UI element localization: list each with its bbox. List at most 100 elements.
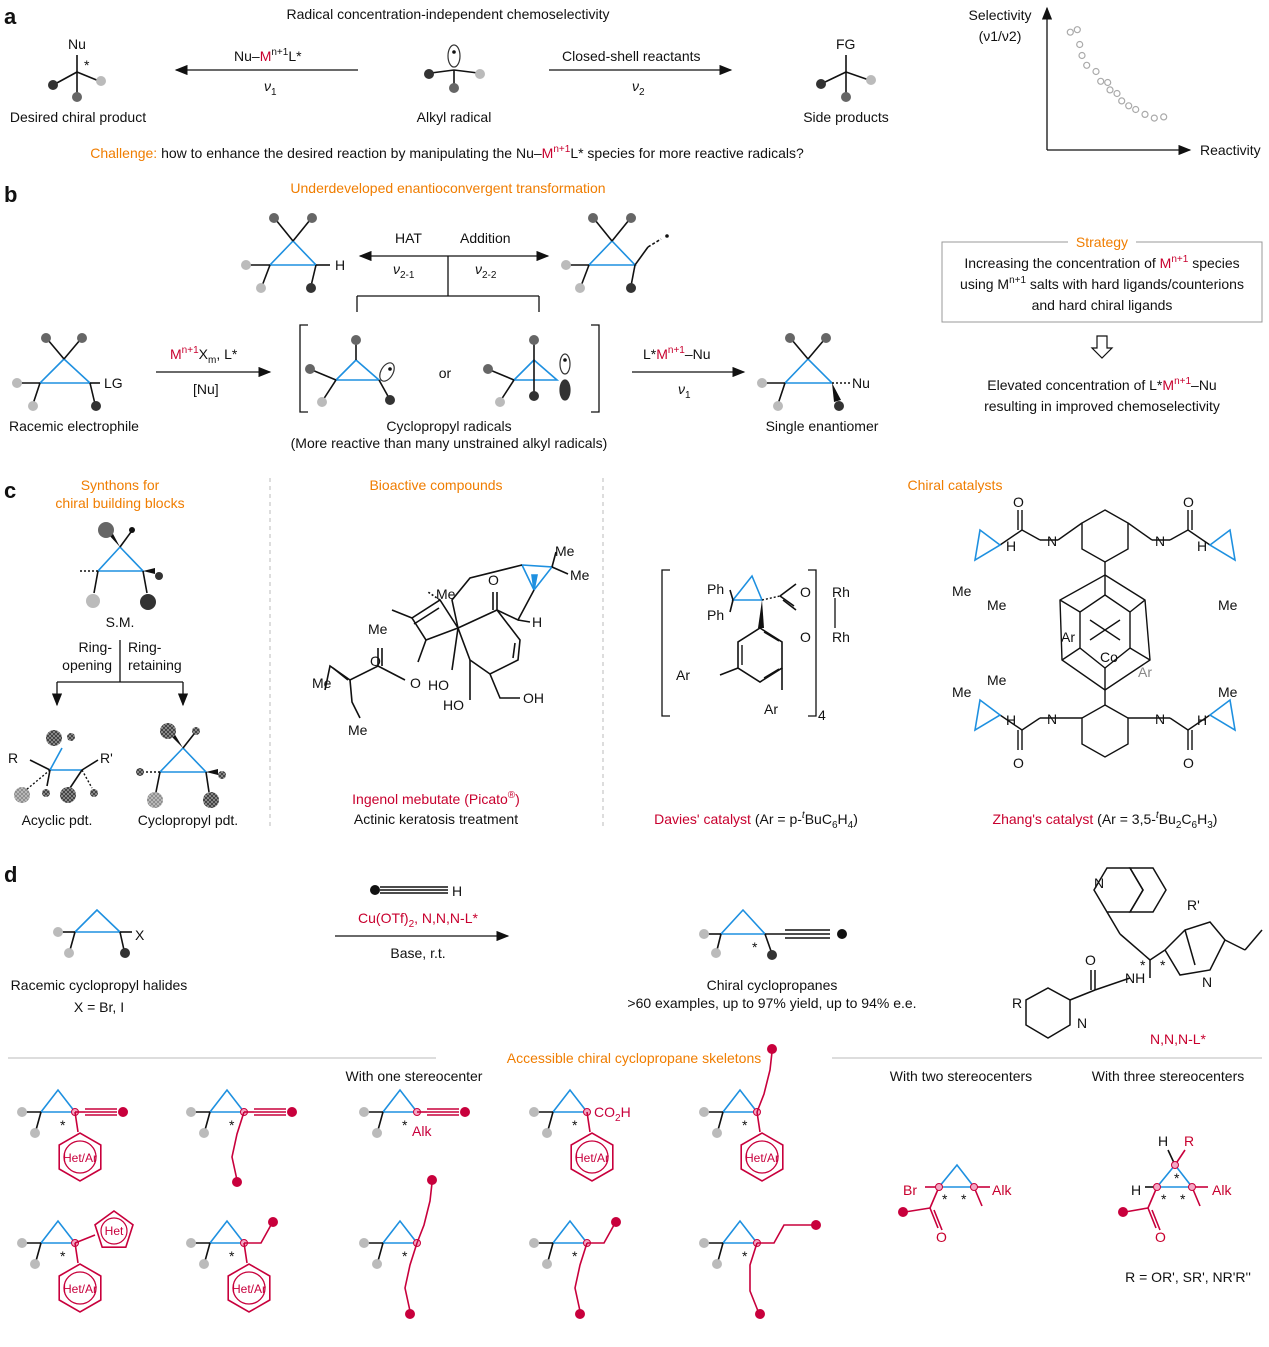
panel-b-title: Underdeveloped enantioconvergent transfo… xyxy=(290,180,605,196)
hat-label: HAT xyxy=(395,230,422,246)
challenge-text: Challenge: how to enhance the desired re… xyxy=(90,144,804,161)
ligand-n-1: N xyxy=(1094,875,1104,891)
scatter-point xyxy=(1150,114,1158,122)
skeleton-8: * xyxy=(359,1175,437,1319)
acyclic-product-structure: R R' xyxy=(8,730,113,803)
side-product-structure: FG xyxy=(816,36,876,102)
zhang-n-2: N xyxy=(1155,533,1165,549)
zhang-me-6: Me xyxy=(1218,684,1238,700)
zhang-n-4: N xyxy=(1155,711,1165,727)
rate-v2: ν2 xyxy=(632,78,645,98)
o-ester-2: O xyxy=(410,675,421,691)
zhang-o-4: O xyxy=(1183,755,1194,771)
x-definition: X = Br, I xyxy=(74,999,124,1015)
scatter-point xyxy=(1118,97,1126,105)
racemic-halides-label: Racemic cyclopropyl halides xyxy=(11,977,188,993)
ring-opening-1: Ring- xyxy=(79,639,113,655)
ring-retaining-1: Ring- xyxy=(128,639,162,655)
co2h-label: CO2H xyxy=(594,1104,631,1124)
skeleton-9: * xyxy=(529,1217,621,1319)
ligand-n-3: N xyxy=(1077,1015,1087,1031)
ingenol-structure xyxy=(324,551,569,719)
rp-label: R' xyxy=(100,750,113,766)
zhang-n-3: N xyxy=(1047,711,1057,727)
ligand-rp: R' xyxy=(1187,897,1200,913)
cyclopropyl-radical-2 xyxy=(483,335,571,407)
het-ar-label: Het/Ar xyxy=(63,1282,97,1296)
down-arrow-icon xyxy=(1090,335,1114,359)
ligand-nh: NH xyxy=(1125,970,1145,986)
examples-label: >60 examples, up to 97% yield, up to 94%… xyxy=(627,995,916,1011)
scatter-point xyxy=(1104,78,1112,87)
davies-label: Davies' catalyst (Ar = p-tBuC6H4) xyxy=(654,810,858,831)
synthons-1: Synthons for xyxy=(81,477,160,493)
me-label-5: Me xyxy=(312,675,332,691)
skeleton-5: * xyxy=(699,1044,777,1138)
me-label-3: Me xyxy=(436,586,456,602)
stereo-star: * xyxy=(572,1117,578,1133)
selectivity-plot: Selectivity (ν1/ν2) Reactivity xyxy=(968,6,1261,158)
davies-o-1: O xyxy=(800,584,811,600)
ho-label-1: HO xyxy=(428,677,449,693)
o-label-two: O xyxy=(936,1229,947,1245)
scatter-point xyxy=(1078,51,1086,60)
skeleton-5-ring: Het/Ar xyxy=(740,1132,784,1182)
skeleton-4: * CO2H xyxy=(529,1088,631,1138)
reagent-mx: Mn+1Xm, L* xyxy=(170,345,238,366)
h-label: H xyxy=(335,257,345,273)
rh-label-1: Rh xyxy=(832,584,850,600)
ligand-star-2: * xyxy=(1160,957,1166,973)
panel-label-b: b xyxy=(4,182,17,207)
alk-label-two: Alk xyxy=(992,1182,1012,1198)
x-label: X xyxy=(135,927,145,943)
scatter-point xyxy=(1132,105,1140,114)
scatter-point xyxy=(1160,113,1168,121)
r-label: R xyxy=(8,750,18,766)
stereo-star: * xyxy=(84,57,90,73)
panel-c: c Synthons for chiral building blocks S.… xyxy=(4,477,1238,831)
het-ring: Het xyxy=(94,1210,134,1248)
plot-xlabel: Reactivity xyxy=(1200,142,1261,158)
alkyne-h-label: H xyxy=(452,883,462,899)
h-three-2: H xyxy=(1131,1182,1141,1198)
synthons-2: chiral building blocks xyxy=(55,495,184,511)
single-enantiomer-structure: Nu xyxy=(757,333,870,411)
elevated-line-1: Elevated concentration of L*Mn+1–Nu xyxy=(987,376,1216,393)
reagent-right: Closed-shell reactants xyxy=(562,48,701,64)
star-two-1: * xyxy=(942,1191,948,1207)
ingenol-use: Actinic keratosis treatment xyxy=(354,811,518,827)
stereo-star: * xyxy=(229,1248,235,1264)
fg-label: FG xyxy=(836,36,855,52)
two-stereocenter-structure: Br Alk O * * xyxy=(898,1163,1012,1245)
stereo-star-d: * xyxy=(752,939,758,955)
nu-product-label: Nu xyxy=(852,375,870,391)
panel-d: d X Racemic cyclopropyl halides X = Br, … xyxy=(4,862,1263,1319)
bioactive-title: Bioactive compounds xyxy=(369,477,502,493)
het-ar-label: Het/Ar xyxy=(575,1151,609,1165)
scatter-point xyxy=(1141,110,1149,119)
ligand-r: R xyxy=(1012,995,1022,1011)
lg-label: LG xyxy=(104,375,123,391)
right-bracket xyxy=(591,324,600,413)
ring-opening-2: opening xyxy=(62,657,112,673)
ph-label-2: Ph xyxy=(707,607,724,623)
zhang-me-1: Me xyxy=(952,583,972,599)
davies-o-2: O xyxy=(800,629,811,645)
three-stereocenter-structure: H R H Alk O * * * xyxy=(1118,1133,1232,1245)
zhang-me-4: Me xyxy=(952,684,972,700)
sm-label: S.M. xyxy=(106,614,135,630)
accessible-title: Accessible chiral cyclopropane skeletons xyxy=(507,1050,761,1066)
panel-label-c: c xyxy=(4,478,16,503)
strategy-line-3: and hard chiral ligands xyxy=(1032,297,1173,313)
addition-product-structure xyxy=(561,213,669,293)
zhang-cyclopropanes xyxy=(973,528,1237,732)
skeleton-10: * xyxy=(699,1219,821,1319)
skeleton-1-ring: Het/Ar xyxy=(58,1132,102,1182)
zhang-h-2: H xyxy=(1197,538,1207,554)
plot-ylabel: Selectivity xyxy=(968,7,1031,23)
scatter-points xyxy=(1066,26,1168,122)
me-label-1: Me xyxy=(555,543,575,559)
het-ar-label: Het/Ar xyxy=(63,1151,97,1165)
acyclic-label: Acyclic pdt. xyxy=(22,812,93,828)
addition-label: Addition xyxy=(460,230,511,246)
